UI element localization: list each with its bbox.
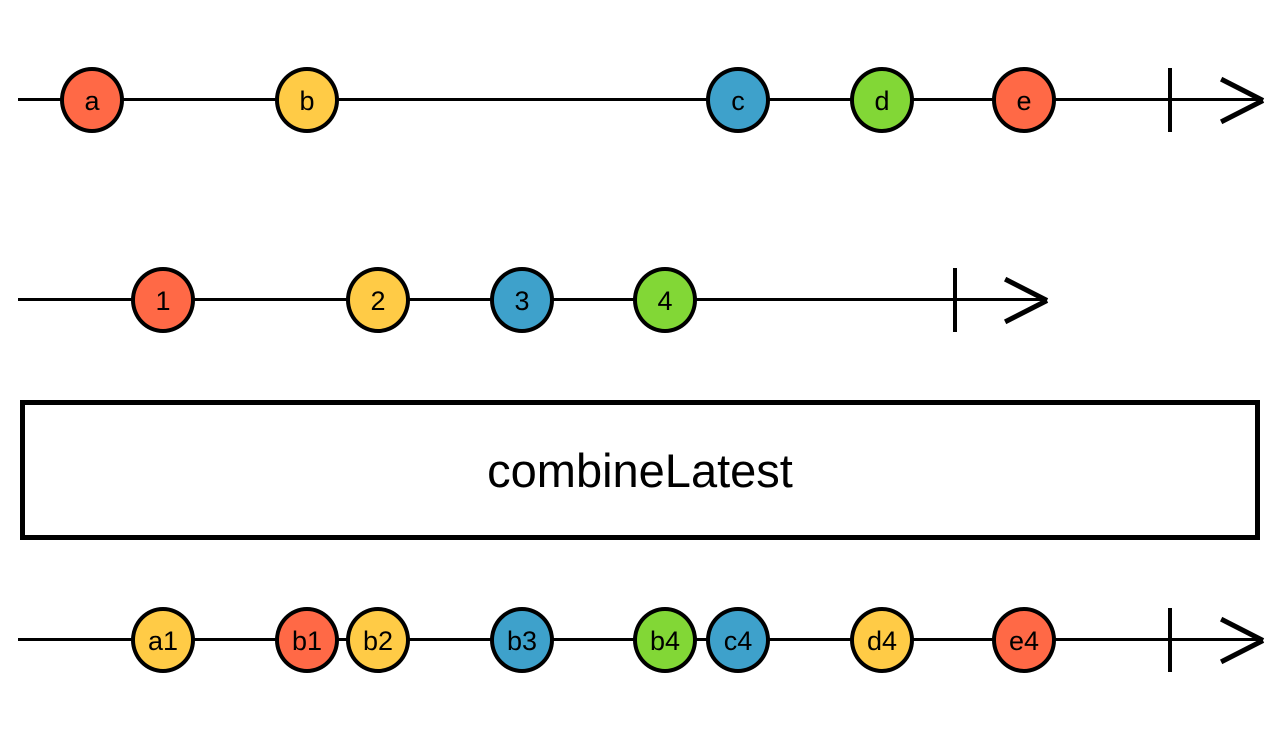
marble-1: 1 <box>131 267 195 333</box>
marble-b2: b2 <box>346 607 410 673</box>
marble-a: a <box>60 67 124 133</box>
marble-label: 1 <box>155 285 171 316</box>
marble-label: d4 <box>866 625 898 656</box>
marble-label: d <box>874 85 890 116</box>
marble-label: b <box>299 85 315 116</box>
timeline-line <box>18 638 1260 641</box>
marble-label: b4 <box>649 625 681 656</box>
marble-c: c <box>706 67 770 133</box>
marble-label: c4 <box>723 625 753 656</box>
marble-3: 3 <box>490 267 554 333</box>
marble-d: d <box>850 67 914 133</box>
marble-b4: b4 <box>633 607 697 673</box>
timeline-line <box>18 298 1044 301</box>
marble-c4: c4 <box>706 607 770 673</box>
marble-label: a <box>84 85 100 116</box>
marble-label: b2 <box>362 625 394 656</box>
completion-bar <box>953 268 957 332</box>
marble-label: b3 <box>506 625 538 656</box>
marble-label: e4 <box>1008 625 1040 656</box>
marble-label: b1 <box>291 625 323 656</box>
arrowhead-icon <box>1219 97 1265 124</box>
timeline-line <box>18 98 1260 101</box>
marble-label: a1 <box>147 625 179 656</box>
marble-e4: e4 <box>992 607 1056 673</box>
completion-bar <box>1168 68 1172 132</box>
arrowhead-icon <box>1219 637 1265 664</box>
operator-box: combineLatest <box>20 400 1260 540</box>
marble-b3: b3 <box>490 607 554 673</box>
marble-label: e <box>1016 85 1032 116</box>
marble-4: 4 <box>633 267 697 333</box>
marble-label: c <box>731 85 745 116</box>
marble-e: e <box>992 67 1056 133</box>
completion-bar <box>1168 608 1172 672</box>
arrowhead-icon <box>1003 276 1049 303</box>
marble-a1: a1 <box>131 607 195 673</box>
arrowhead-icon <box>1219 616 1265 643</box>
marble-label: 3 <box>514 285 530 316</box>
marble-2: 2 <box>346 267 410 333</box>
marble-b1: b1 <box>275 607 339 673</box>
arrowhead-icon <box>1003 297 1049 324</box>
operator-label: combineLatest <box>487 443 793 497</box>
arrowhead-icon <box>1219 76 1265 103</box>
marble-label: 2 <box>370 285 386 316</box>
marble-d4: d4 <box>850 607 914 673</box>
marble-label: 4 <box>657 285 673 316</box>
marble-b: b <box>275 67 339 133</box>
